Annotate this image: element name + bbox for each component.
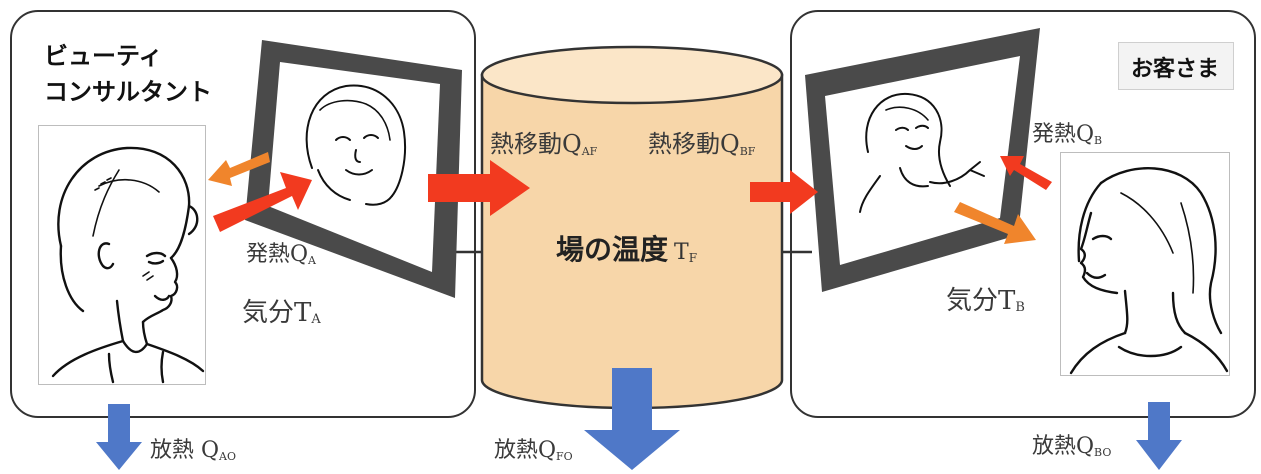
customer-portrait <box>1060 152 1230 376</box>
left-screen <box>245 40 462 298</box>
customer-title: お客さま <box>1131 57 1220 82</box>
heat-arrow-customer <box>1000 156 1052 190</box>
customer-heat-text: 発熱Q <box>1032 122 1095 147</box>
consultant-face-drawing <box>51 146 205 384</box>
dissipation-arrow-ao <box>96 404 142 470</box>
transfer-af-label: 熱移動QAF <box>490 124 597 159</box>
mood-arrow-customer <box>954 202 1036 244</box>
customer-heat-sub: B <box>1094 134 1103 147</box>
dissipation-ao-label: 放熱 QAO <box>150 432 236 464</box>
blue-dissipation-arrows <box>96 368 1182 470</box>
dissipation-arrow-bo <box>1136 402 1182 470</box>
transfer-arrow-af <box>428 160 530 216</box>
dissipation-fo-sub: FO <box>556 450 573 463</box>
left-screen-face-drawing <box>305 84 407 206</box>
right-screen-face-drawing <box>859 92 985 213</box>
consultant-title-line1: ビューティ <box>44 42 163 70</box>
customer-heat-label: 発熱QB <box>1032 116 1102 148</box>
consultant-portrait <box>38 125 206 385</box>
transfer-af-sub: AF <box>581 145 598 158</box>
field-temperature-t: T <box>674 240 689 265</box>
consultant-heat-label: 発熱QA <box>246 236 316 268</box>
consultant-heat-sub: A <box>308 254 316 267</box>
customer-face-drawing <box>1069 167 1229 375</box>
dissipation-bo-sub: BO <box>1094 446 1112 459</box>
consultant-mood-sub: A <box>311 312 321 327</box>
consultant-title-line2: コンサルタント <box>44 78 212 106</box>
dissipation-fo-label: 放熱QFO <box>494 432 573 464</box>
transfer-bf-text: 熱移動Q <box>648 130 740 158</box>
customer-mood-text: 気分T <box>946 286 1016 316</box>
field-temperature-sub: F <box>688 251 698 265</box>
customer-title-box: お客さま <box>1118 42 1234 90</box>
customer-mood-sub: B <box>1015 300 1025 315</box>
transfer-bf-label: 熱移動QBF <box>648 124 755 159</box>
consultant-mood-text: 気分T <box>242 298 312 328</box>
transfer-af-text: 熱移動Q <box>490 130 582 158</box>
consultant-mood-label: 気分TA <box>242 292 321 329</box>
field-cylinder <box>480 45 784 410</box>
dissipation-bo-text: 放熱Q <box>1032 434 1095 459</box>
transfer-arrow-bf <box>750 170 818 214</box>
dissipation-bo-label: 放熱QBO <box>1032 428 1111 460</box>
customer-mood-label: 気分TB <box>946 280 1025 317</box>
dissipation-fo-text: 放熱Q <box>494 438 557 463</box>
dissipation-ao-sub: AO <box>219 450 236 463</box>
consultant-heat-text: 発熱Q <box>246 242 309 267</box>
dissipation-ao-text: 放熱 Q <box>150 438 220 463</box>
field-temperature-text: 場の温度 <box>556 233 669 266</box>
red-heat-arrows <box>213 156 1052 232</box>
transfer-bf-sub: BF <box>739 145 756 158</box>
orange-mood-arrows <box>208 152 1036 244</box>
dissipation-arrow-fo <box>584 368 680 470</box>
heat-arrow-consultant <box>213 172 312 232</box>
consultant-title-box: ビューティ コンサルタント <box>36 32 216 112</box>
mood-arrow-consultant <box>208 152 270 186</box>
